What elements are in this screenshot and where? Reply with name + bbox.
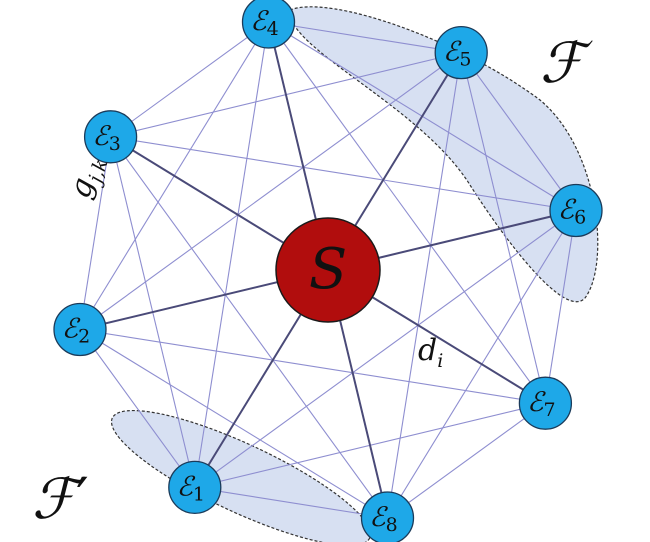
group-f-prime-label: ℱ′ xyxy=(32,467,89,532)
peer-edge-e1-e2 xyxy=(79,329,196,488)
node-label-sub: 8 xyxy=(386,514,398,536)
spoke-edge-label-sub: i xyxy=(437,350,443,372)
node-e3: ℰ3 xyxy=(83,110,138,164)
group-f-prime-label-prime: ′ xyxy=(76,467,89,532)
node-e7-circle xyxy=(518,376,573,430)
node-e2: ℰ2 xyxy=(53,302,107,357)
peer-edge-e4-e7 xyxy=(268,21,546,404)
group-f-label-text: ℱ xyxy=(540,31,593,96)
node-e5-circle xyxy=(434,25,488,80)
node-e6-label: ℰ6 xyxy=(558,195,586,229)
node-e1: ℰ1 xyxy=(168,460,222,515)
node-e1-label: ℰ1 xyxy=(177,471,205,505)
node-e3-label: ℰ3 xyxy=(92,121,120,155)
spoke-edge-label-base: d xyxy=(418,333,437,368)
node-e6-circle xyxy=(549,183,603,238)
peer-edge-e3-e8 xyxy=(110,136,388,519)
group-f-region xyxy=(289,6,599,303)
node-label-base: ℰ xyxy=(177,471,196,502)
node-e4-label: ℰ4 xyxy=(250,6,278,40)
group-f-prime-region xyxy=(110,409,372,542)
peer-edge-e2-e7 xyxy=(79,328,546,404)
peer-edge-e4-e5 xyxy=(268,21,462,54)
node-label-sub: 6 xyxy=(574,207,586,229)
node-e8-circle xyxy=(360,491,415,542)
center-node-label: S xyxy=(309,237,347,302)
peer-edge-e2-e5 xyxy=(79,52,462,330)
node-label-base: ℰ xyxy=(369,502,388,533)
node-label-base: ℰ xyxy=(558,195,577,226)
node-label-sub: 7 xyxy=(544,399,556,421)
node-label-base: ℰ xyxy=(443,37,462,68)
peer-edge-e1-e6 xyxy=(194,210,577,488)
peer-edge-e5-e8 xyxy=(386,52,462,519)
node-label-base: ℰ xyxy=(250,6,269,37)
peer-edge-e1-e8 xyxy=(194,486,388,519)
node-e7-label: ℰ7 xyxy=(527,387,555,421)
node-label-sub: 5 xyxy=(459,49,471,71)
node-label-base: ℰ xyxy=(527,387,546,418)
group-f-label: ℱ xyxy=(540,31,593,96)
peer-edge-e3-e6 xyxy=(110,136,577,212)
node-label-base: ℰ xyxy=(62,314,81,345)
node-label-base: ℰ xyxy=(92,121,111,152)
node-e5-label: ℰ5 xyxy=(443,37,471,71)
peer-edge-e6-e7 xyxy=(544,210,577,404)
node-label-sub: 1 xyxy=(193,483,205,505)
node-e4: ℰ4 xyxy=(241,0,296,49)
peer-edge-e7-e8 xyxy=(387,402,546,519)
peer-edge-e3-e4 xyxy=(110,21,269,138)
node-e8-label: ℰ8 xyxy=(369,502,397,536)
node-e2-label: ℰ2 xyxy=(62,314,90,348)
spoke-edge-label: di xyxy=(418,333,443,372)
peer-edge-e2-e3 xyxy=(79,136,112,330)
center-node-circle xyxy=(275,217,381,323)
node-e5: ℰ5 xyxy=(434,25,488,80)
node-label-sub: 2 xyxy=(78,326,90,348)
group-regions xyxy=(110,6,599,542)
node-e3-circle xyxy=(83,110,138,164)
node-e2-circle xyxy=(53,302,107,357)
node-label-sub: 3 xyxy=(109,133,121,155)
peer-edge-e1-e4 xyxy=(194,21,270,488)
node-label-sub: 4 xyxy=(267,18,279,40)
node-e4-circle xyxy=(241,0,296,49)
node-e7: ℰ7 xyxy=(518,376,573,430)
node-e1-circle xyxy=(168,460,222,515)
center-node: S xyxy=(275,217,381,323)
node-e6: ℰ6 xyxy=(549,183,603,238)
node-e8: ℰ8 xyxy=(360,491,415,542)
peer-edge-e5-e6 xyxy=(460,52,577,211)
